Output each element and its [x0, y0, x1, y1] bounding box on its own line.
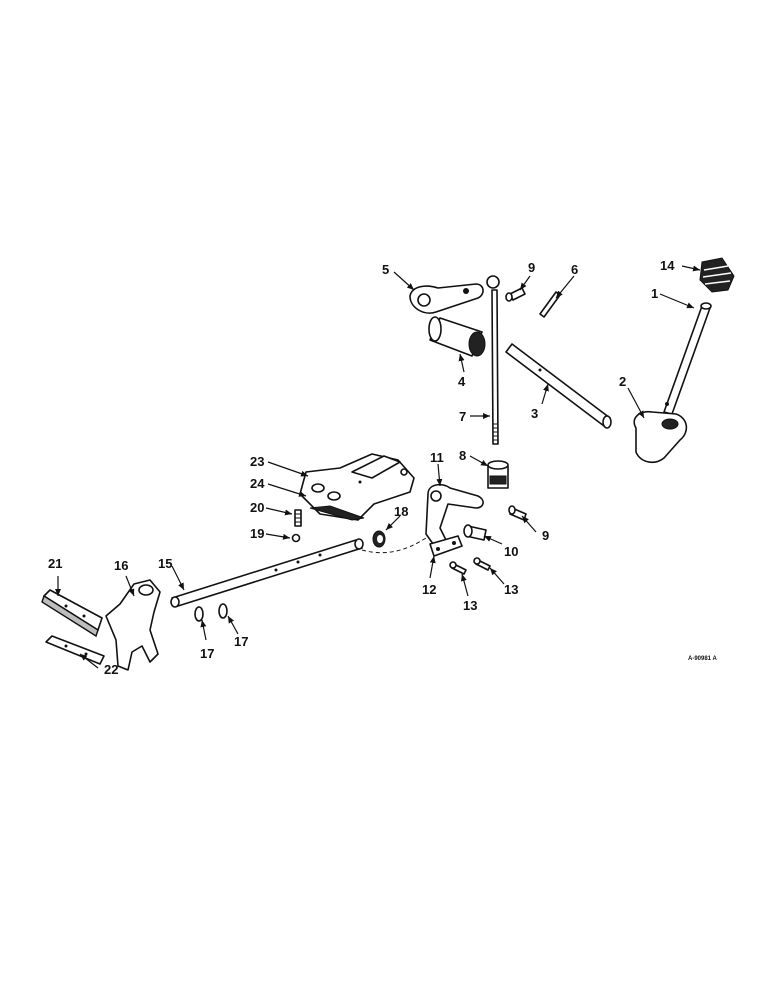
part-14-shift-knob [699, 257, 735, 293]
alignment-dashed-line [361, 537, 427, 554]
part-13-bolt-a [473, 557, 491, 571]
part-3-shift-rod [505, 343, 612, 429]
callout-11: 11 [430, 450, 444, 465]
callout-17-b: 17 [234, 634, 248, 649]
part-5-lever-arm [409, 283, 484, 314]
part-6-cotter-pin [539, 291, 561, 318]
part-22-shim-plate [45, 635, 105, 665]
callout-10: 10 [504, 544, 518, 559]
part-2-lever-socket [633, 410, 688, 464]
part-21-guide-plate [41, 589, 103, 638]
callout-18: 18 [394, 504, 408, 519]
callout-4: 4 [458, 374, 466, 389]
callout-8: 8 [459, 448, 466, 463]
callout-15: 15 [158, 556, 172, 571]
callout-21: 21 [48, 556, 62, 571]
callout-9-upper: 9 [528, 260, 535, 275]
part-9-pin-upper [505, 287, 526, 302]
part-12-link-plate [429, 535, 463, 557]
part-17-snap-ring-b [218, 603, 228, 619]
callout-13-b: 13 [463, 598, 477, 613]
callout-17-a: 17 [200, 646, 214, 661]
leader-lines [55, 265, 701, 669]
part-19-detent-ball [291, 533, 301, 543]
part-10-pin [463, 524, 487, 541]
part-8-clevis [487, 460, 509, 489]
part-17-snap-ring-a [194, 606, 204, 622]
callout-24: 24 [250, 476, 265, 491]
callout-5: 5 [382, 262, 389, 277]
part-11-bellcrank [425, 483, 484, 549]
callout-7: 7 [459, 409, 466, 424]
part-7-connecting-rod [486, 275, 500, 445]
part-13-bolt-b [449, 561, 467, 575]
callout-22: 22 [104, 662, 118, 677]
callout-6: 6 [571, 262, 578, 277]
callout-9-lower: 9 [542, 528, 549, 543]
callout-3: 3 [531, 406, 538, 421]
callout-23: 23 [250, 454, 264, 469]
part-4-sleeve [428, 316, 486, 357]
callout-13-a: 13 [504, 582, 518, 597]
drawing-reference-code: A-90981 A [688, 656, 717, 662]
part-23-bracket-housing [299, 453, 415, 521]
part-1-shift-lever [663, 302, 712, 415]
callout-20: 20 [250, 500, 264, 515]
callout-19: 19 [250, 526, 264, 541]
part-20-detent-pin [294, 509, 302, 527]
part-16-shift-fork [105, 579, 161, 671]
part-18-collar [372, 530, 386, 548]
callout-16: 16 [114, 558, 128, 573]
callout-labels: 14 1 2 3 4 5 6 9 7 8 11 9 10 12 13 13 18… [48, 258, 675, 677]
callout-1: 1 [651, 286, 658, 301]
callout-12: 12 [422, 582, 436, 597]
part-15-shift-shaft [170, 538, 364, 608]
callout-14: 14 [660, 258, 675, 273]
callout-2: 2 [619, 374, 626, 389]
